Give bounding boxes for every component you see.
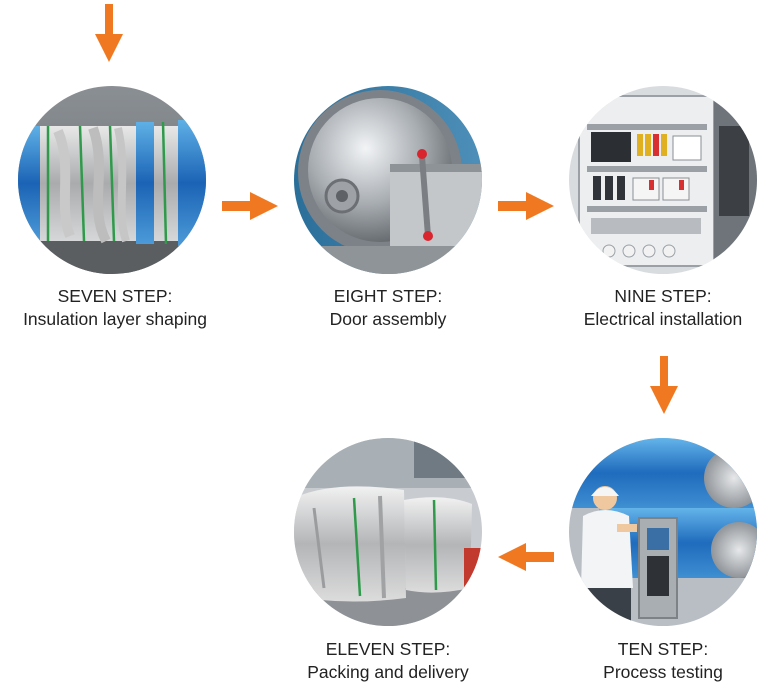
step-7-photo xyxy=(18,86,206,274)
step-10-label: TEN STEP: xyxy=(617,639,709,659)
step-10-photo xyxy=(569,438,757,626)
step-11-caption: ELEVEN STEP: Packing and delivery xyxy=(258,638,518,684)
step-8-photo xyxy=(294,86,482,274)
step-10-title: Process testing xyxy=(603,662,723,682)
step-9-caption: NINE STEP: Electrical installation xyxy=(533,285,777,331)
wrapped-package-photo-icon xyxy=(294,438,482,626)
step-7-label: SEVEN STEP: xyxy=(57,286,173,306)
step-9-photo xyxy=(569,86,757,274)
arrow-right-icon xyxy=(222,192,278,220)
step-9-label: NINE STEP: xyxy=(614,286,712,306)
control-cabinet-photo-icon xyxy=(569,86,757,274)
step-8-title: Door assembly xyxy=(329,309,447,329)
step-9-title: Electrical installation xyxy=(583,309,743,329)
arrow-down-icon xyxy=(650,356,678,414)
arrow-left-icon xyxy=(498,543,554,571)
step-11-photo xyxy=(294,438,482,626)
arrow-down-icon xyxy=(95,4,123,62)
step-7-title: Insulation layer shaping xyxy=(23,309,207,329)
step-7-caption: SEVEN STEP: Insulation layer shaping xyxy=(0,285,245,331)
step-11-label: ELEVEN STEP: xyxy=(325,639,451,659)
vessel-door-photo-icon xyxy=(294,86,482,274)
step-8-caption: EIGHT STEP: Door assembly xyxy=(258,285,518,331)
insulated-vessel-photo-icon xyxy=(18,86,206,274)
arrow-right-icon xyxy=(498,192,554,220)
testing-worker-photo-icon xyxy=(569,438,757,626)
step-10-caption: TEN STEP: Process testing xyxy=(533,638,777,684)
step-8-label: EIGHT STEP: xyxy=(333,286,443,306)
step-11-title: Packing and delivery xyxy=(307,662,469,682)
